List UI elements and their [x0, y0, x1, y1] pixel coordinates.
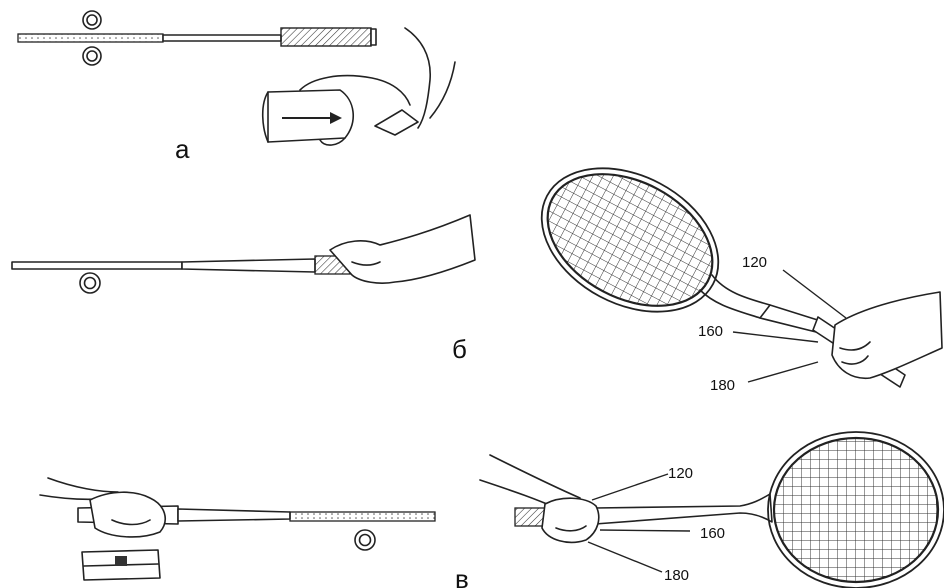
ball-icon: [80, 273, 100, 293]
ball-icon: [83, 11, 101, 29]
ball-icon: [83, 47, 101, 65]
racket-shaft: [182, 259, 315, 272]
hand-outline: [90, 492, 165, 537]
panel-v-illustration: в: [40, 478, 469, 588]
callout-160-lower: 160: [700, 525, 725, 542]
callout-120-upper: 120: [742, 254, 767, 271]
panel-b-illustration: б: [12, 215, 475, 364]
hand-outline: [542, 498, 599, 542]
callout-120-lower: 120: [668, 465, 693, 482]
hand-outline: [330, 215, 475, 283]
racket-frame-shaft: [12, 262, 182, 269]
hand-outline: [832, 292, 942, 378]
racket-grip: [281, 28, 371, 46]
racket-frame-shaft: [18, 34, 163, 42]
racket-frame-shaft: [290, 512, 435, 521]
racket-lower-illustration: 120 160 180: [480, 432, 944, 588]
hand-outline: [405, 28, 430, 128]
panel-a-illustration: а: [18, 11, 455, 164]
racket-shaft: [595, 494, 772, 524]
racket-upper-illustration: 120 160 180: [517, 139, 942, 394]
ball-icon: [355, 530, 375, 550]
racket-head-strings: [525, 147, 735, 332]
panel-v-label: в: [455, 564, 469, 588]
panel-b-label: б: [452, 334, 467, 364]
racket-head-strings: [774, 438, 938, 582]
racket-shaft: [163, 35, 281, 41]
callout-180-upper: 180: [710, 377, 735, 394]
panel-a-label: а: [175, 134, 190, 164]
callout-160-upper: 160: [698, 323, 723, 340]
grip-block: [268, 90, 353, 142]
callout-180-lower: 180: [664, 567, 689, 584]
racket-shaft: [178, 509, 290, 521]
